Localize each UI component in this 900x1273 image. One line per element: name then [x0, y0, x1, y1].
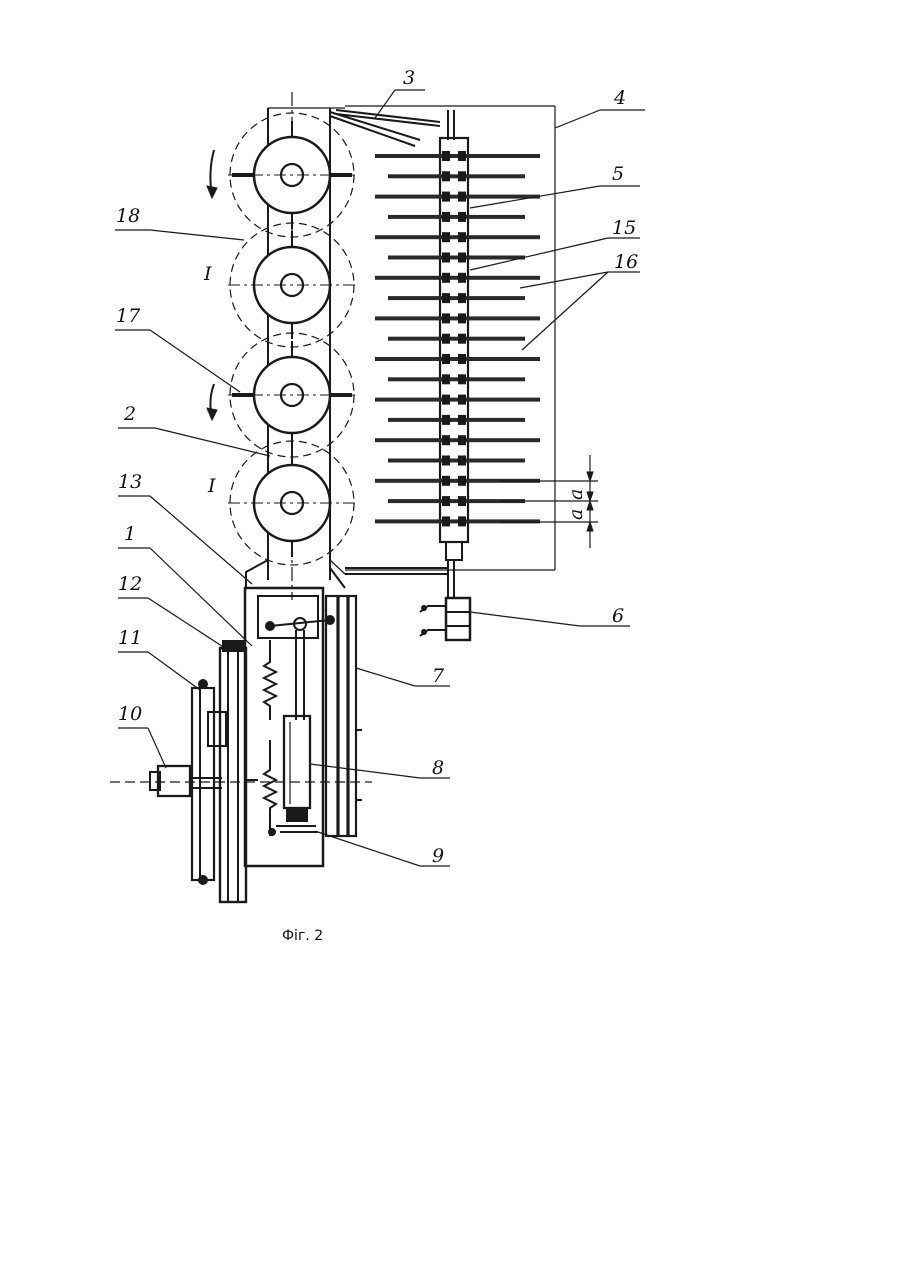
needle-rows — [375, 151, 540, 526]
label-5: 5 — [612, 163, 624, 185]
figure-caption: Фіг. 2 — [282, 928, 323, 944]
needle-row — [388, 171, 525, 181]
label-17: 17 — [116, 305, 141, 327]
needle-row — [388, 456, 525, 466]
needle-row — [388, 415, 525, 425]
part-labels: 3 4 5 15 16 18 17 2 13 1 12 11 10 6 7 8 … — [116, 67, 638, 867]
needle-row — [388, 334, 525, 344]
label-16: 16 — [614, 251, 638, 273]
roller-disc — [228, 113, 356, 237]
dimension-a-upper: a — [565, 489, 587, 500]
dimension-marks — [500, 455, 598, 548]
roller-disc — [228, 223, 356, 347]
needle-row — [388, 212, 525, 222]
switch-unit — [420, 598, 470, 640]
needle-row — [375, 395, 540, 405]
roller-disc — [228, 333, 356, 457]
leader-lines — [115, 90, 645, 866]
label-roman-1b: I — [207, 475, 216, 497]
label-15: 15 — [612, 217, 636, 239]
label-13: 13 — [118, 471, 142, 493]
rotation-arrows — [207, 150, 217, 420]
dimension-a-lower: a — [565, 509, 587, 520]
label-10: 10 — [118, 703, 142, 725]
needle-row — [375, 273, 540, 283]
drive-housing — [110, 560, 372, 866]
label-7: 7 — [432, 665, 445, 687]
label-12: 12 — [118, 573, 142, 595]
roller-disc — [228, 441, 356, 565]
label-8: 8 — [432, 757, 444, 779]
label-18: 18 — [116, 205, 140, 227]
label-9: 9 — [432, 845, 444, 867]
label-6: 6 — [612, 605, 624, 627]
label-11: 11 — [118, 627, 142, 649]
roller-discs — [228, 113, 356, 565]
needle-row — [375, 435, 540, 445]
needle-row — [388, 253, 525, 263]
label-roman-1a: I — [203, 263, 212, 285]
needle-row — [375, 354, 540, 364]
label-4: 4 — [613, 87, 626, 109]
needle-row — [375, 232, 540, 242]
needle-row — [388, 293, 525, 303]
belt-drive — [326, 596, 362, 836]
left-mechanism — [150, 640, 258, 902]
wiper-arm — [330, 110, 440, 146]
label-2: 2 — [123, 403, 136, 425]
needle-row — [375, 313, 540, 323]
connecting-bracket — [330, 560, 448, 574]
needle-row — [388, 374, 525, 384]
label-3: 3 — [403, 67, 415, 89]
comb-assembly — [345, 106, 555, 598]
needle-row — [375, 151, 540, 161]
label-1: 1 — [124, 523, 136, 545]
